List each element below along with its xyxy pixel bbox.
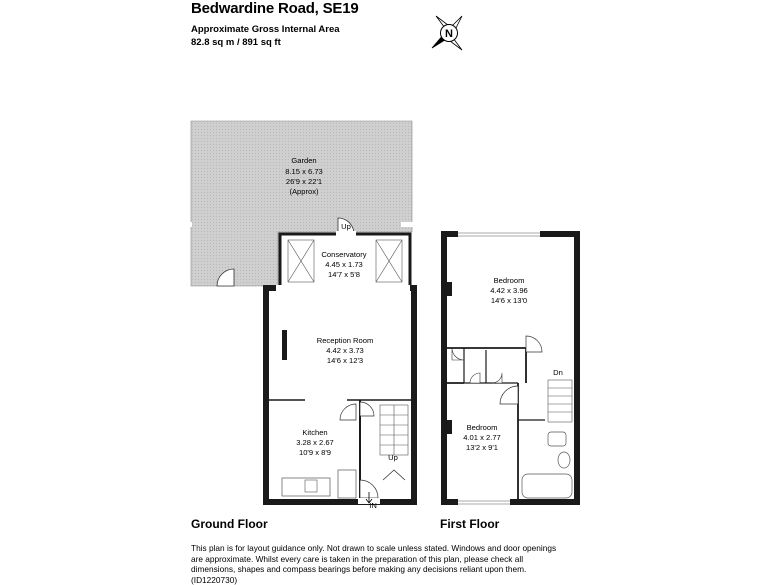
toilet (557, 451, 571, 469)
ground-stairs (379, 404, 409, 456)
garden-gap (180, 222, 192, 227)
entrance-arrow-icon (365, 492, 373, 504)
door-gap (336, 231, 356, 237)
door (451, 347, 465, 361)
kitchen-metric: 3.28 x 2.67 (296, 438, 334, 447)
door (491, 372, 503, 384)
compass-icon: N (431, 15, 463, 51)
kitchen-name: Kitchen (302, 428, 327, 437)
opening-gap (305, 398, 347, 402)
front-door (359, 479, 379, 499)
reception-metric: 4.42 x 3.73 (326, 346, 364, 355)
bedroom2-door (499, 385, 519, 405)
cupboard (337, 469, 357, 499)
page-title: Bedwardine Road, SE19 (191, 0, 359, 17)
chimney-breast (447, 420, 452, 434)
bedroom1-metric: 4.42 x 3.96 (490, 286, 528, 295)
chimney-breast (447, 282, 452, 296)
ground-floor-plan (180, 120, 417, 505)
conservatory-imperial: 14'7 x 5'8 (328, 270, 360, 279)
bedroom2-metric: 4.01 x 2.77 (463, 433, 501, 442)
bedroom2-imperial: 13'2 x 9'1 (466, 443, 498, 452)
disclaimer: This plan is for layout guidance only. N… (191, 543, 557, 585)
area-value: 82.8 sq m / 891 sq ft (191, 37, 281, 48)
first-floor-label: First Floor (440, 517, 500, 531)
conservatory-name: Conservatory (321, 250, 366, 259)
opening-gap (276, 285, 410, 291)
window-gap (458, 499, 510, 505)
hall-door (359, 401, 375, 417)
garden-metric: 8.15 x 6.73 (285, 167, 323, 176)
conservatory-windows (287, 239, 403, 283)
kitchen-sink (304, 479, 318, 493)
window-gap (458, 231, 540, 237)
garden-gate (216, 268, 235, 287)
reception-name: Reception Room (317, 336, 374, 345)
kitchen-imperial: 10'9 x 8'9 (299, 448, 331, 457)
basin (547, 431, 567, 447)
first-floor-walls (441, 231, 580, 505)
garden-note: (Approx) (289, 187, 319, 196)
garden-area (190, 120, 413, 287)
stairs-down: Dn (553, 368, 563, 377)
ground-floor-label: Ground Floor (191, 517, 268, 531)
reception-imperial: 14'6 x 12'3 (327, 356, 363, 365)
area-label: Approximate Gross Internal Area (191, 24, 340, 35)
bath (521, 473, 573, 499)
door (469, 372, 481, 384)
stairs-up-top: Up (341, 222, 351, 231)
bedroom1-imperial: 14'6 x 13'0 (491, 296, 527, 305)
first-stairs (547, 379, 573, 423)
stairs-up: Up (388, 453, 398, 462)
door (525, 335, 543, 353)
kitchen-door (339, 403, 357, 421)
kitchen-counter (281, 477, 331, 497)
garden-name: Garden (291, 156, 316, 165)
room-labels: Garden 8.15 x 6.73 26'9 x 22'1 (Approx) … (285, 156, 563, 510)
garden-gap (401, 222, 413, 227)
first-floor-plan (441, 231, 580, 505)
bedroom1-name: Bedroom (494, 276, 525, 285)
compass-label: N (445, 28, 453, 40)
stairs-arrow (382, 469, 406, 481)
chimney-breast (282, 330, 287, 360)
bedroom2-name: Bedroom (467, 423, 498, 432)
entrance-label: IN (369, 501, 377, 510)
conservatory-metric: 4.45 x 1.73 (325, 260, 363, 269)
garden-imperial: 26'9 x 22'1 (286, 177, 322, 186)
